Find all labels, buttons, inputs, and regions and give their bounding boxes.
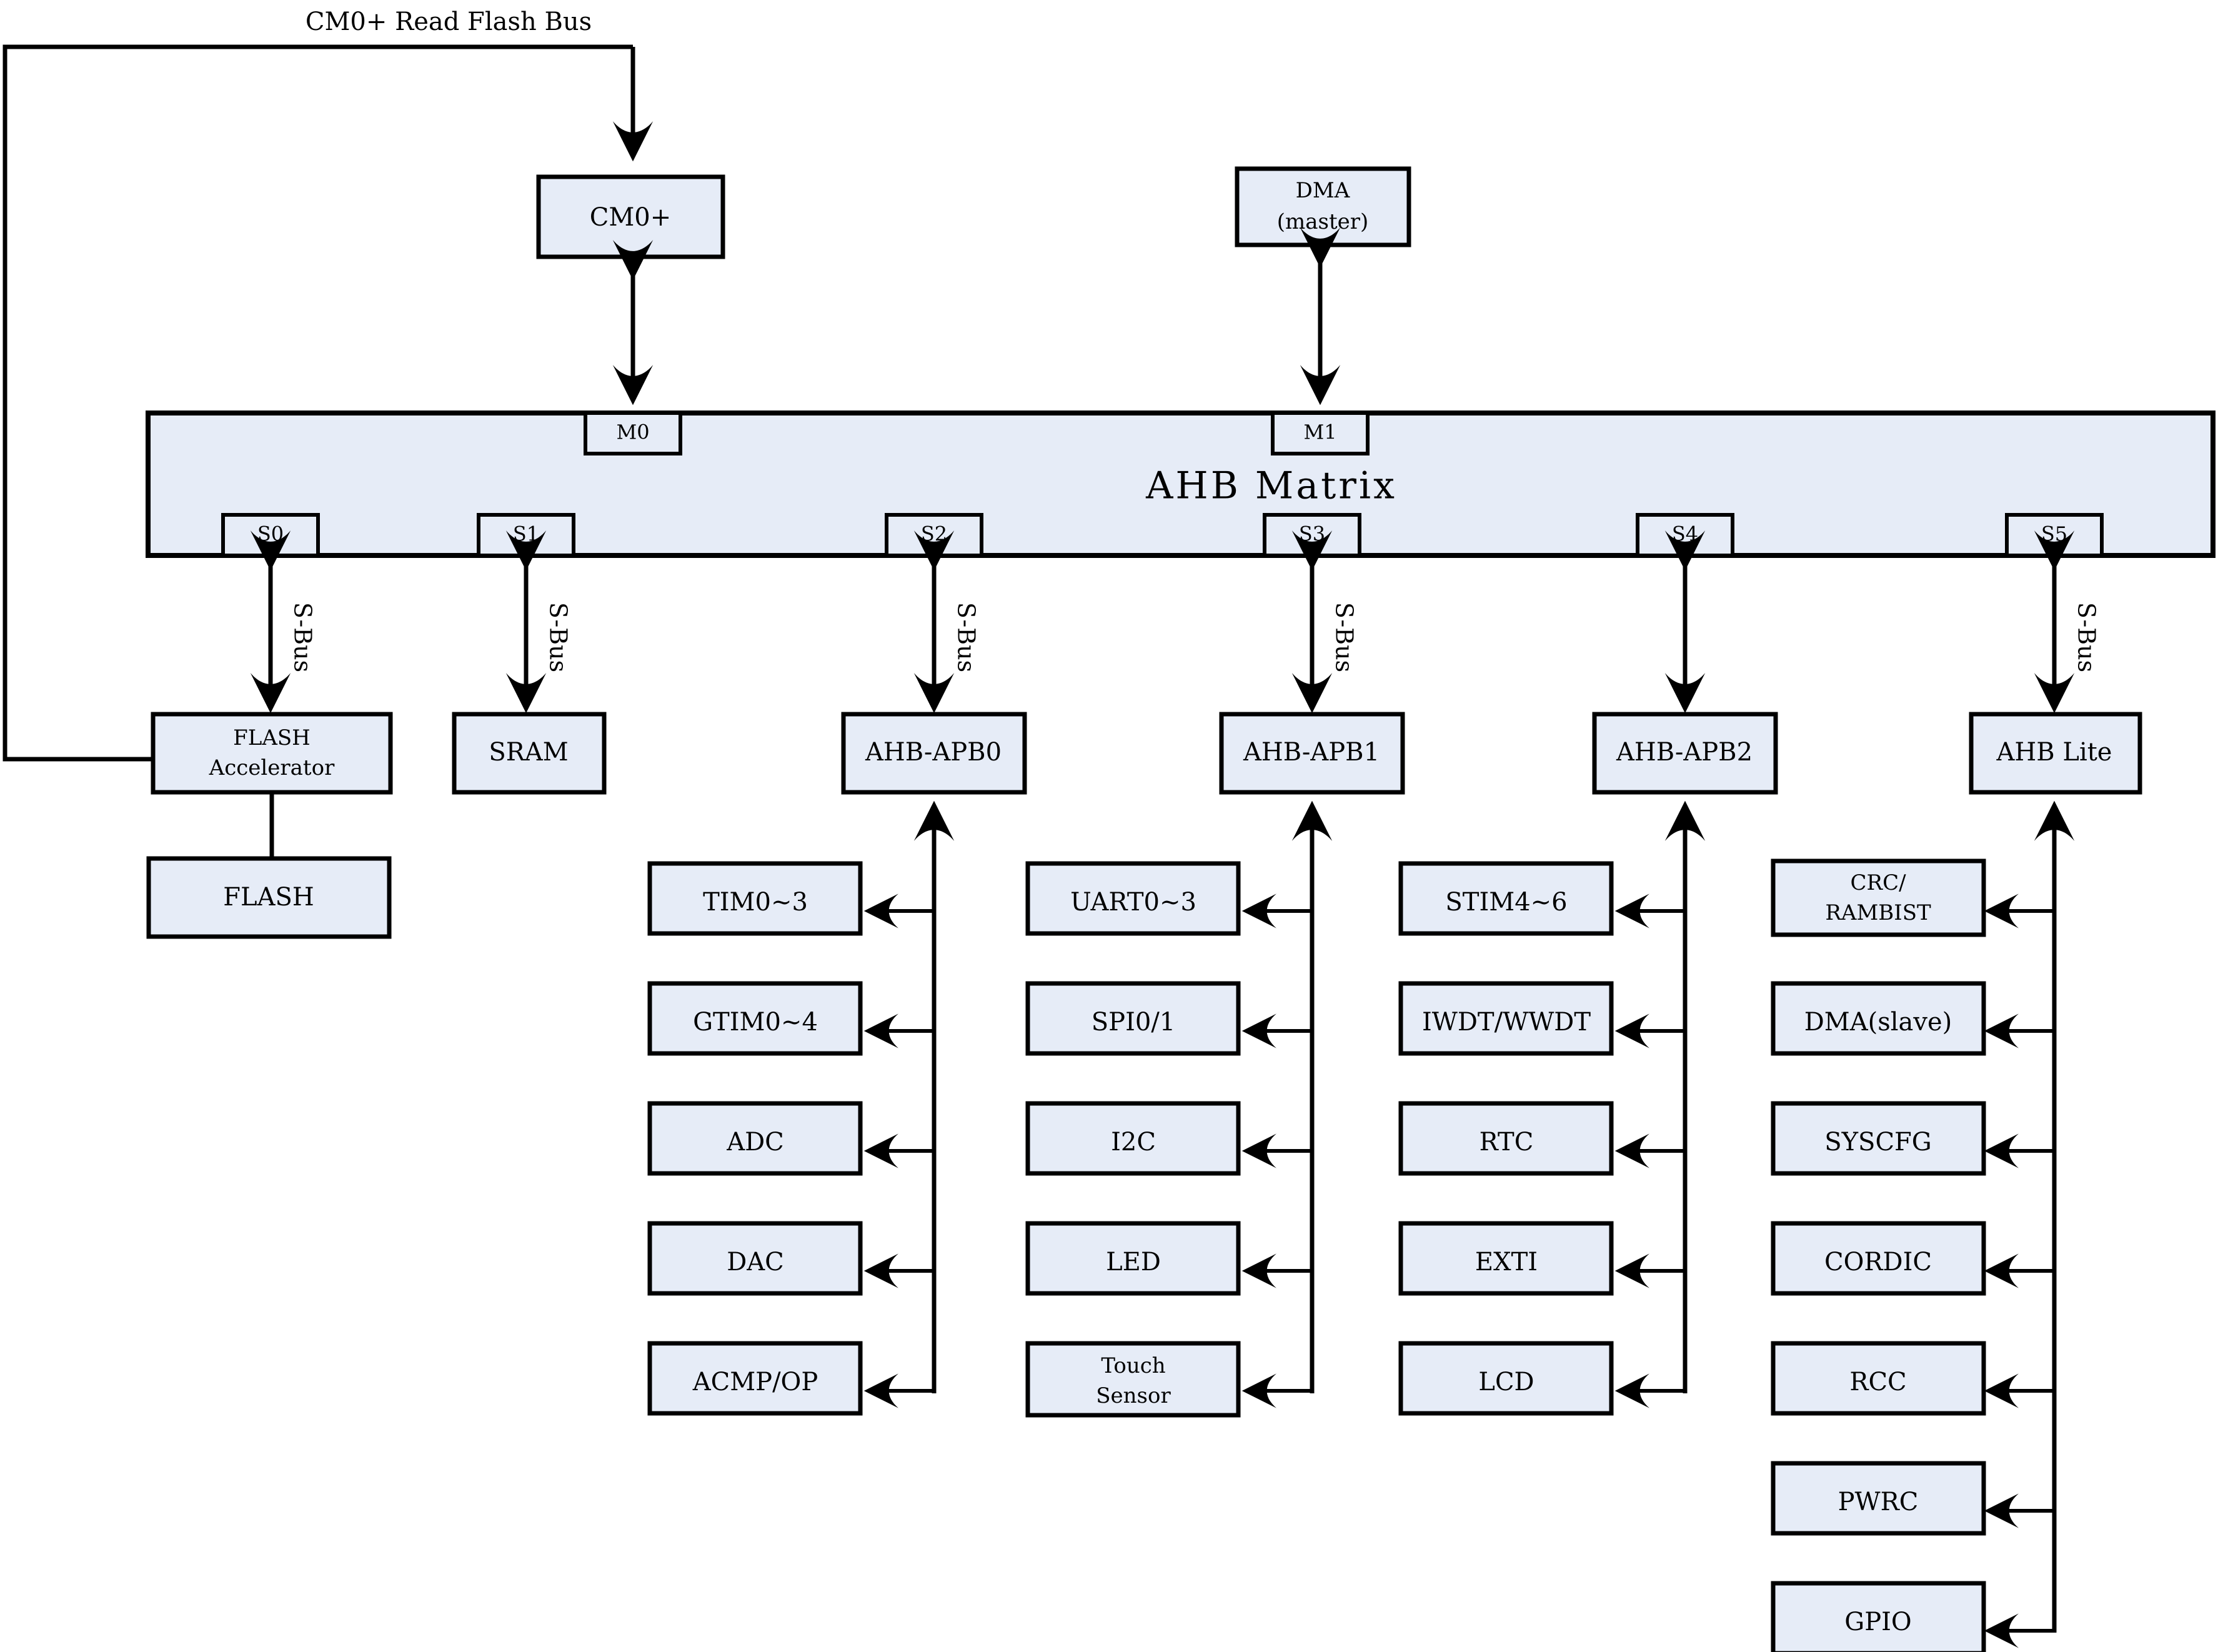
block-syscfg[interactable] <box>1771 1101 1986 1176</box>
block-rcc-label: RCC <box>1849 1368 1906 1396</box>
block-iwdt-wwdt[interactable] <box>1398 981 1614 1056</box>
sbus-label-s5: S-Bus <box>2073 602 2101 672</box>
block-rtc[interactable] <box>1398 1101 1614 1176</box>
block-touch-sensor-line2: Sensor <box>1096 1383 1171 1408</box>
block-pwrc-label: PWRC <box>1838 1488 1919 1516</box>
block-rcc[interactable] <box>1771 1341 1986 1416</box>
port-s3-label: S3 <box>1299 522 1325 546</box>
block-dma-slave[interactable] <box>1771 981 1986 1056</box>
block-dac-label: DAC <box>727 1248 784 1276</box>
block-gpio[interactable] <box>1771 1581 1986 1652</box>
port-s0-label: S0 <box>257 522 284 546</box>
block-adc[interactable] <box>647 1101 863 1176</box>
block-dma-master-label-line1: DMA <box>1296 178 1350 203</box>
block-flash-accelerator-line2: Accelerator <box>209 755 335 780</box>
block-adc-label: ADC <box>726 1128 784 1157</box>
block-gpio-label: GPIO <box>1844 1608 1911 1636</box>
block-cordic-label: CORDIC <box>1824 1248 1932 1276</box>
block-acmp-op-label: ACMP/OP <box>692 1368 818 1396</box>
block-i2c[interactable] <box>1025 1101 1241 1176</box>
block-i2c-label: I2C <box>1111 1128 1156 1157</box>
block-lcd[interactable] <box>1398 1341 1614 1416</box>
block-crc-rambist-line1: CRC/ <box>1850 870 1906 895</box>
block-led-label: LED <box>1106 1248 1161 1276</box>
block-exti-label: EXTI <box>1475 1248 1538 1276</box>
block-ahb-apb0[interactable] <box>841 712 1027 795</box>
block-touch-sensor-line1: Touch <box>1101 1353 1165 1378</box>
block-dma-master-label-line2: (master) <box>1277 209 1369 234</box>
block-flash-label: FLASH <box>223 883 314 912</box>
port-s2-label: S2 <box>921 522 947 546</box>
block-uart0-3[interactable] <box>1025 861 1241 936</box>
block-flash-accelerator-line1: FLASH <box>233 725 311 750</box>
block-crc-rambist[interactable] <box>1771 858 1986 937</box>
sbus-label-s2: S-Bus <box>953 602 980 672</box>
block-dma-slave-label: DMA(slave) <box>1804 1008 1952 1037</box>
block-stim4-6[interactable] <box>1398 861 1614 936</box>
port-m1[interactable] <box>1271 411 1370 455</box>
block-rtc-label: RTC <box>1479 1128 1534 1157</box>
block-spi0-1[interactable] <box>1025 981 1241 1056</box>
block-crc-rambist-line2: RAMBIST <box>1825 900 1931 925</box>
block-cordic[interactable] <box>1771 1221 1986 1296</box>
block-touch-sensor[interactable] <box>1025 1341 1241 1418</box>
port-m0-label: M0 <box>616 420 649 444</box>
block-ahb-apb1[interactable] <box>1219 712 1405 795</box>
block-uart0-3-label: UART0~3 <box>1070 888 1196 917</box>
block-acmp-op[interactable] <box>647 1341 863 1416</box>
block-pwrc[interactable] <box>1771 1461 1986 1536</box>
block-exti[interactable] <box>1398 1221 1614 1296</box>
cm0-read-flash-bus-path <box>2 44 654 762</box>
cm0-read-flash-bus-label: CM0+ Read Flash Bus <box>306 7 592 36</box>
sbus-label-s0: S-Bus <box>289 602 317 672</box>
block-ahb-apb2[interactable] <box>1592 712 1778 795</box>
sbus-label-s1: S-Bus <box>545 602 572 672</box>
block-ahb-matrix-label: AHB Matrix <box>1145 464 1397 508</box>
block-stim4-6-label: STIM4~6 <box>1445 888 1567 917</box>
block-sram[interactable] <box>452 712 607 795</box>
port-s4-label: S4 <box>1672 522 1698 546</box>
block-sram-label: SRAM <box>489 738 568 767</box>
block-spi0-1-label: SPI0/1 <box>1092 1008 1176 1037</box>
sbus-label-s3: S-Bus <box>1331 602 1358 672</box>
block-lcd-label: LCD <box>1478 1368 1534 1396</box>
port-m0[interactable] <box>584 411 682 455</box>
block-tim0-3[interactable] <box>647 861 863 936</box>
block-ahb-apb0-label: AHB-APB0 <box>865 738 1002 767</box>
block-cm0-plus-label: CM0+ <box>590 203 672 232</box>
block-gtim0-4[interactable] <box>647 981 863 1056</box>
port-s5-label: S5 <box>2041 522 2067 546</box>
block-ahb-apb1-label: AHB-APB1 <box>1243 738 1380 767</box>
block-led[interactable] <box>1025 1221 1241 1296</box>
block-flash[interactable] <box>146 856 392 939</box>
port-m1-label: M1 <box>1303 420 1336 444</box>
block-ahb-lite-label: AHB Lite <box>1996 738 2112 767</box>
block-gtim0-4-label: GTIM0~4 <box>693 1008 818 1037</box>
block-iwdt-wwdt-label: IWDT/WWDT <box>1422 1008 1591 1037</box>
block-ahb-apb2-label: AHB-APB2 <box>1616 738 1753 767</box>
block-syscfg-label: SYSCFG <box>1824 1128 1932 1157</box>
block-ahb-lite[interactable] <box>1969 712 2142 795</box>
block-tim0-3-label: TIM0~3 <box>703 888 808 917</box>
port-s1-label: S1 <box>513 522 539 546</box>
block-dac[interactable] <box>647 1221 863 1296</box>
